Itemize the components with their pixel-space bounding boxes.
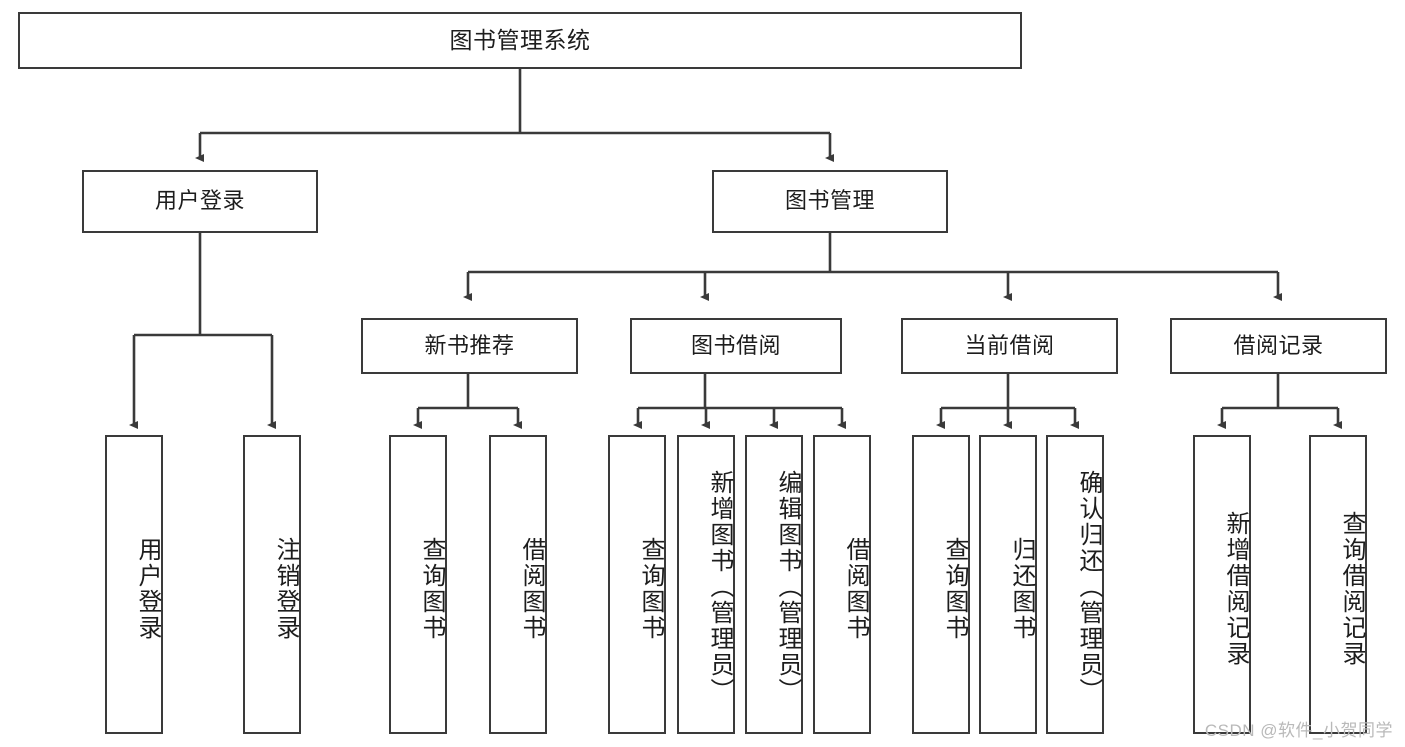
- leaf-book-borrow-borrow[interactable]: 借阅图书: [813, 435, 871, 734]
- node-label: 编辑图书（管理员）: [774, 469, 801, 704]
- csdn-watermark: CSDN @软件_小贺同学: [1204, 721, 1393, 740]
- node-label: 用户登录: [154, 188, 245, 214]
- node-new-book-recommend[interactable]: 新书推荐: [361, 318, 578, 374]
- node-label: 新增借阅记录: [1222, 510, 1249, 667]
- leaf-book-borrow-query[interactable]: 查询图书: [608, 435, 666, 734]
- leaf-current-borrow-confirm[interactable]: 确认归还（管理员）: [1046, 435, 1104, 734]
- leaf-new-book-borrow[interactable]: 借阅图书: [489, 435, 547, 734]
- leaf-user-login-logout[interactable]: 注销登录: [243, 435, 301, 734]
- node-label: 用户登录: [134, 536, 161, 641]
- node-label: 查询图书: [418, 536, 445, 641]
- node-label: 查询图书: [637, 536, 664, 641]
- node-label: 当前借阅: [964, 332, 1055, 358]
- leaf-user-login-login[interactable]: 用户登录: [105, 435, 163, 734]
- leaf-current-borrow-return[interactable]: 归还图书: [979, 435, 1037, 734]
- leaf-current-borrow-query[interactable]: 查询图书: [912, 435, 970, 734]
- node-root-system[interactable]: 图书管理系统: [18, 12, 1022, 69]
- node-label: 查询借阅记录: [1338, 510, 1365, 667]
- node-label: 查询图书: [941, 536, 968, 641]
- leaf-borrow-record-add[interactable]: 新增借阅记录: [1193, 435, 1251, 734]
- node-label: 图书管理系统: [449, 26, 591, 53]
- node-label: 新书推荐: [424, 332, 515, 358]
- leaf-book-borrow-edit[interactable]: 编辑图书（管理员）: [745, 435, 803, 734]
- node-label: 新增图书（管理员）: [706, 469, 733, 704]
- node-label: 借阅图书: [842, 536, 869, 641]
- node-book-management[interactable]: 图书管理: [712, 170, 948, 233]
- node-book-borrow[interactable]: 图书借阅: [630, 318, 842, 374]
- node-label: 注销登录: [272, 536, 299, 641]
- node-label: 图书管理: [784, 188, 875, 214]
- node-label: 借阅图书: [518, 536, 545, 641]
- node-label: 借阅记录: [1233, 332, 1324, 358]
- node-label: 确认归还（管理员）: [1075, 469, 1102, 704]
- leaf-new-book-query[interactable]: 查询图书: [389, 435, 447, 734]
- node-user-login[interactable]: 用户登录: [82, 170, 318, 233]
- node-label: 归还图书: [1008, 536, 1035, 641]
- node-borrow-record[interactable]: 借阅记录: [1170, 318, 1387, 374]
- node-current-borrow[interactable]: 当前借阅: [901, 318, 1118, 374]
- leaf-book-borrow-add[interactable]: 新增图书（管理员）: [677, 435, 735, 734]
- node-label: 图书借阅: [690, 332, 781, 358]
- leaf-borrow-record-query[interactable]: 查询借阅记录: [1309, 435, 1367, 734]
